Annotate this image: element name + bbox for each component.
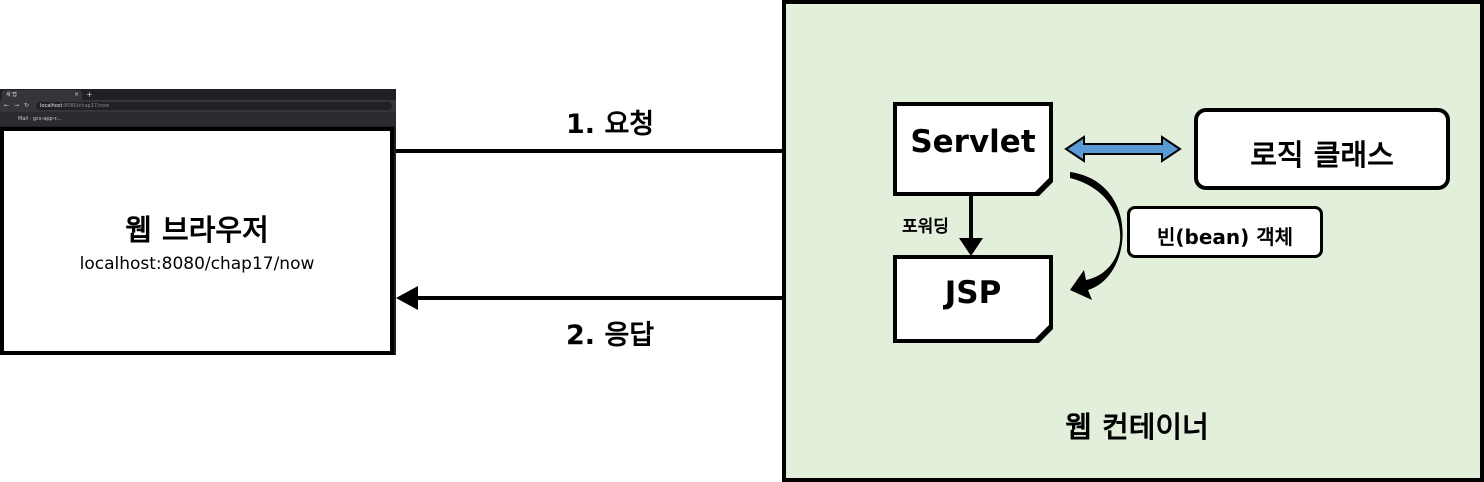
- servlet-box: Servlet: [893, 102, 1053, 196]
- tab-strip: 새 탭 × +: [0, 89, 396, 100]
- url-host: localhost: [40, 103, 63, 109]
- response-label: 2. 응답: [566, 320, 655, 351]
- bean-object-label: 빈(bean) 객체: [1156, 225, 1294, 249]
- web-container-label: 웹 컨테이너: [1065, 410, 1209, 444]
- servlet-label: Servlet: [910, 124, 1036, 160]
- response-arrow-line: [418, 296, 896, 300]
- logic-class-label: 로직 클래스: [1250, 138, 1394, 172]
- response-arrow-head: [396, 286, 418, 310]
- browser-title: 웹 브라우저: [125, 213, 269, 247]
- jsp-box: JSP: [893, 255, 1053, 343]
- tab-label: 새 탭: [6, 92, 17, 98]
- servlet-logic-double-arrow: [1064, 135, 1182, 163]
- browser-window: 새 탭 × + ← → ↻ localhost:8080/chap17/now …: [0, 89, 396, 355]
- bean-curved-arrow: [1070, 172, 1123, 300]
- servlet-page-fold: [1031, 174, 1053, 196]
- url-path: :8080/chap17/now: [62, 103, 110, 109]
- new-tab-icon[interactable]: +: [86, 90, 93, 99]
- back-icon[interactable]: ←: [4, 102, 10, 109]
- bean-object-box: 빈(bean) 객체: [1127, 206, 1323, 258]
- forwarding-label: 포워딩: [902, 217, 949, 237]
- address-bar[interactable]: localhost:8080/chap17/now: [36, 102, 392, 110]
- bookmark-item[interactable]: Mail · gcs-app-r...: [18, 116, 61, 122]
- browser-url: localhost:8080/chap17/now: [79, 254, 315, 274]
- logic-class-box: 로직 클래스: [1194, 108, 1450, 190]
- forwarding-arrow-line: [969, 196, 973, 240]
- browser-tab[interactable]: 새 탭 ×: [2, 90, 82, 100]
- forwarding-arrow-head: [959, 238, 983, 256]
- reload-icon[interactable]: ↻: [24, 102, 30, 109]
- request-label: 1. 요청: [566, 109, 655, 140]
- jsp-page-fold: [1031, 321, 1053, 343]
- address-row: ← → ↻ localhost:8080/chap17/now: [0, 100, 396, 112]
- request-arrow-line: [396, 149, 878, 153]
- browser-viewport: 웹 브라우저 localhost:8080/chap17/now: [0, 127, 394, 355]
- bookmarks-bar: Mail · gcs-app-r...: [0, 112, 396, 126]
- jsp-label: JSP: [944, 275, 1002, 311]
- tab-close-icon[interactable]: ×: [73, 91, 79, 98]
- forward-icon[interactable]: →: [14, 102, 20, 109]
